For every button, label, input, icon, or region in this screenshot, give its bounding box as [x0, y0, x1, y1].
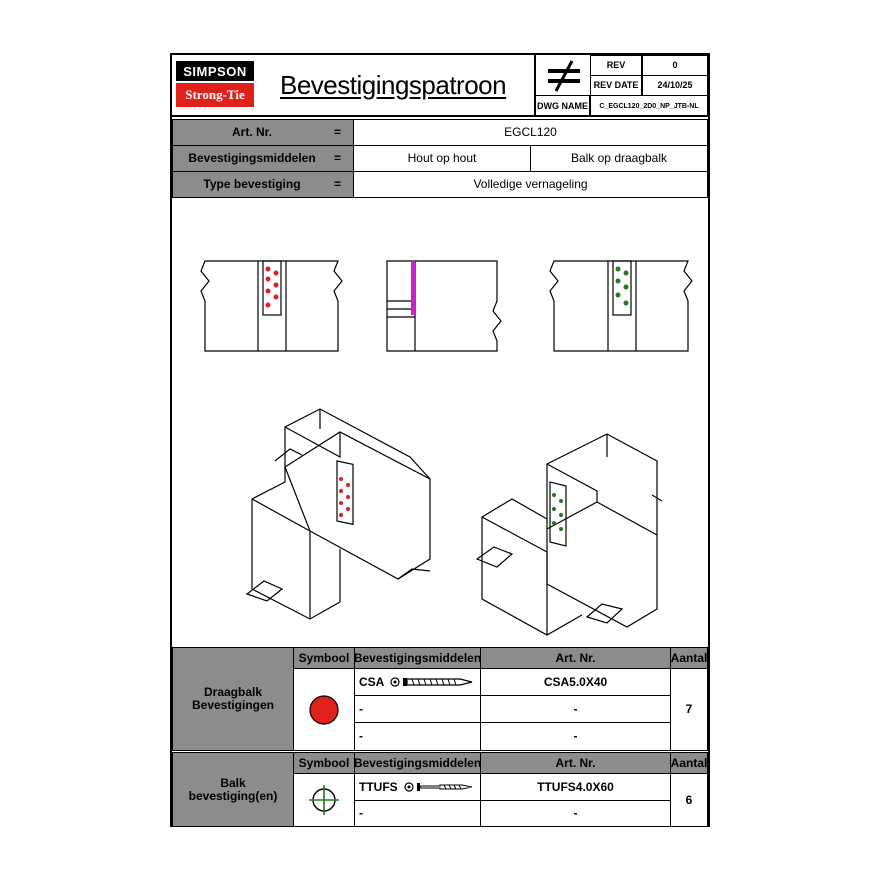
col-fastener-header: Bevestigingsmiddelen: [354, 647, 481, 669]
red-nail-marks: [265, 266, 279, 308]
col-qty-header-2: Aantal: [670, 752, 708, 774]
green-screw-marks: [615, 266, 629, 306]
side-view: [386, 260, 502, 352]
fastener-row-3: -: [354, 722, 481, 751]
group-label-draagbalk: Draagbalk Bevestigingen: [172, 647, 294, 751]
art-nr-value: EGCL120: [353, 119, 708, 146]
col-qty-header: Aantal: [670, 647, 708, 669]
type-label: Type bevestiging: [172, 171, 332, 198]
dwg-name-value: C_EGCL120_2D0_NP_JTB-NL: [590, 95, 708, 117]
col-fastener-header-2: Bevestigingsmiddelen: [354, 752, 481, 774]
green-crosshair-icon: [309, 785, 339, 815]
strongtie-logo-text: Strong-Tie: [176, 83, 254, 107]
type-eq: =: [322, 171, 354, 198]
symbol-cell: [293, 668, 355, 751]
fastener-row-1-b: TTUFS: [354, 773, 481, 801]
art-row-3: -: [480, 722, 671, 751]
type-value: Volledige vernageling: [353, 171, 708, 198]
fastener-row-1: CSA: [354, 668, 481, 696]
red-nail-marks-iso: [339, 477, 350, 517]
not-equal-symbol: [534, 55, 590, 97]
csa-screw-icon: [390, 677, 473, 687]
art-row-2: -: [480, 695, 671, 723]
simpson-logo-text: SIMPSON: [176, 61, 254, 81]
not-equal-icon: [548, 60, 580, 92]
art-nr-label: Art. Nr.: [172, 119, 332, 146]
art-nr-eq: =: [322, 119, 354, 146]
rev-date-value: 24/10/25: [642, 75, 708, 96]
group-label-balk: Balk bevestiging(en): [172, 752, 294, 827]
title-block: SIMPSON Strong-Tie Bevestigingspatroon D…: [172, 55, 708, 117]
fastener-row-2: -: [354, 695, 481, 723]
fastener-name: CSA: [359, 674, 385, 689]
art-row-1-b: TTUFS4.0X60: [480, 773, 671, 801]
page-title: Bevestigingspatroon: [280, 69, 507, 100]
fastener-value-right: Balk op draagbalk: [530, 145, 708, 172]
col-symbol-header-2: Symbool: [293, 752, 355, 774]
col-symbol-header: Symbool: [293, 647, 355, 669]
red-circle-icon: [309, 694, 339, 725]
group-label-line1: Balk: [220, 775, 246, 790]
fastener-eq: =: [322, 145, 354, 172]
col-art-header: Art. Nr.: [480, 647, 671, 669]
drawing-sheet: SIMPSON Strong-Tie Bevestigingspatroon D…: [170, 53, 710, 827]
front-view-2: [549, 260, 693, 352]
fastener-value-left: Hout op hout: [353, 145, 531, 172]
group-label-line2: Bevestigingen: [191, 698, 275, 712]
dwg-name-label: DWG NAME: [534, 95, 590, 117]
art-row-1: CSA5.0X40: [480, 668, 671, 696]
rev-label: REV: [590, 55, 642, 76]
rev-value: 0: [642, 55, 708, 76]
drawing-area: [200, 260, 693, 636]
fastener-name: TTUFS: [359, 779, 398, 794]
group-label-line2: bevestiging(en): [188, 788, 278, 803]
ttufs-screw-icon: [404, 782, 472, 792]
green-screw-marks-iso: [552, 493, 563, 531]
symbol-cell-2: [293, 773, 355, 827]
fastener-row-2-b: -: [354, 800, 481, 827]
isometric-view-2: [475, 433, 663, 636]
front-view-1: [200, 260, 343, 352]
rev-date-label: REV DATE: [590, 75, 642, 96]
col-art-header-2: Art. Nr.: [480, 752, 671, 774]
fastener-label: Bevestigingsmiddelen: [172, 145, 332, 172]
qty-cell-2: 6: [670, 773, 708, 827]
art-row-2-b: -: [480, 800, 671, 827]
isometric-view-1: [245, 408, 431, 620]
qty-cell: 7: [670, 668, 708, 751]
group-label-line1: Draagbalk: [203, 685, 263, 699]
